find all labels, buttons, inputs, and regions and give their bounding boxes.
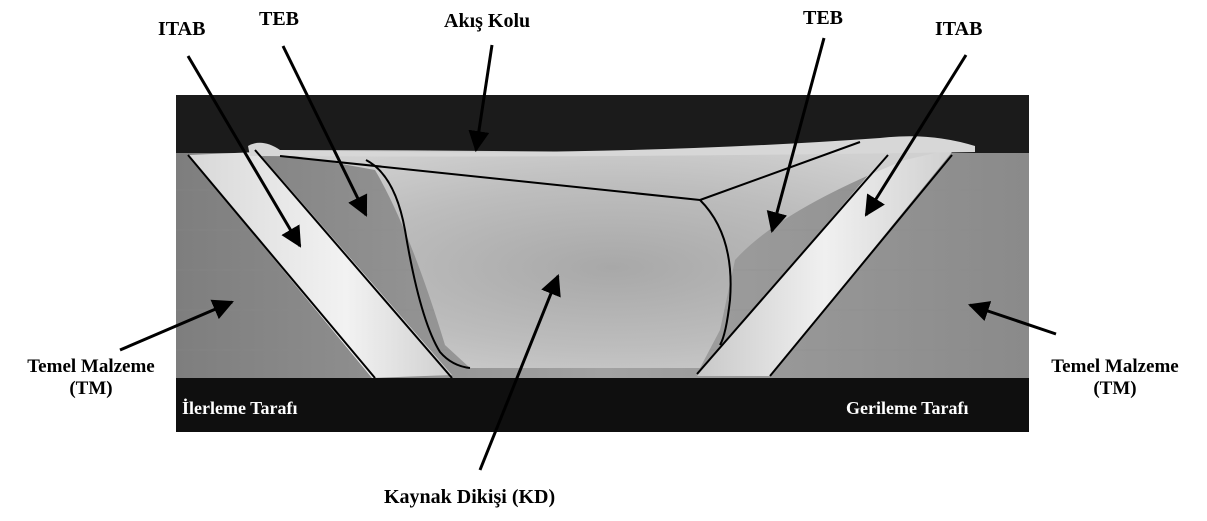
label-temel-right-line1: Temel Malzeme [1030,356,1200,378]
label-temel-right-line2: (TM) [1030,378,1200,400]
label-temel-left-line2: (TM) [6,378,176,400]
label-temel-right: Temel Malzeme (TM) [1030,356,1200,400]
label-teb-right: TEB [803,7,843,30]
label-temel-left-line1: Temel Malzeme [6,356,176,378]
label-kaynak: Kaynak Dikişi (KD) [384,486,555,509]
label-gerileme: Gerileme Tarafı [846,398,968,419]
label-akis-kolu: Akış Kolu [444,10,530,33]
label-teb-left: TEB [259,8,299,31]
label-itab-left: ITAB [158,18,205,41]
label-itab-right: ITAB [935,18,982,41]
label-ilerleme: İlerleme Tarafı [182,398,297,419]
label-temel-left: Temel Malzeme (TM) [6,356,176,400]
